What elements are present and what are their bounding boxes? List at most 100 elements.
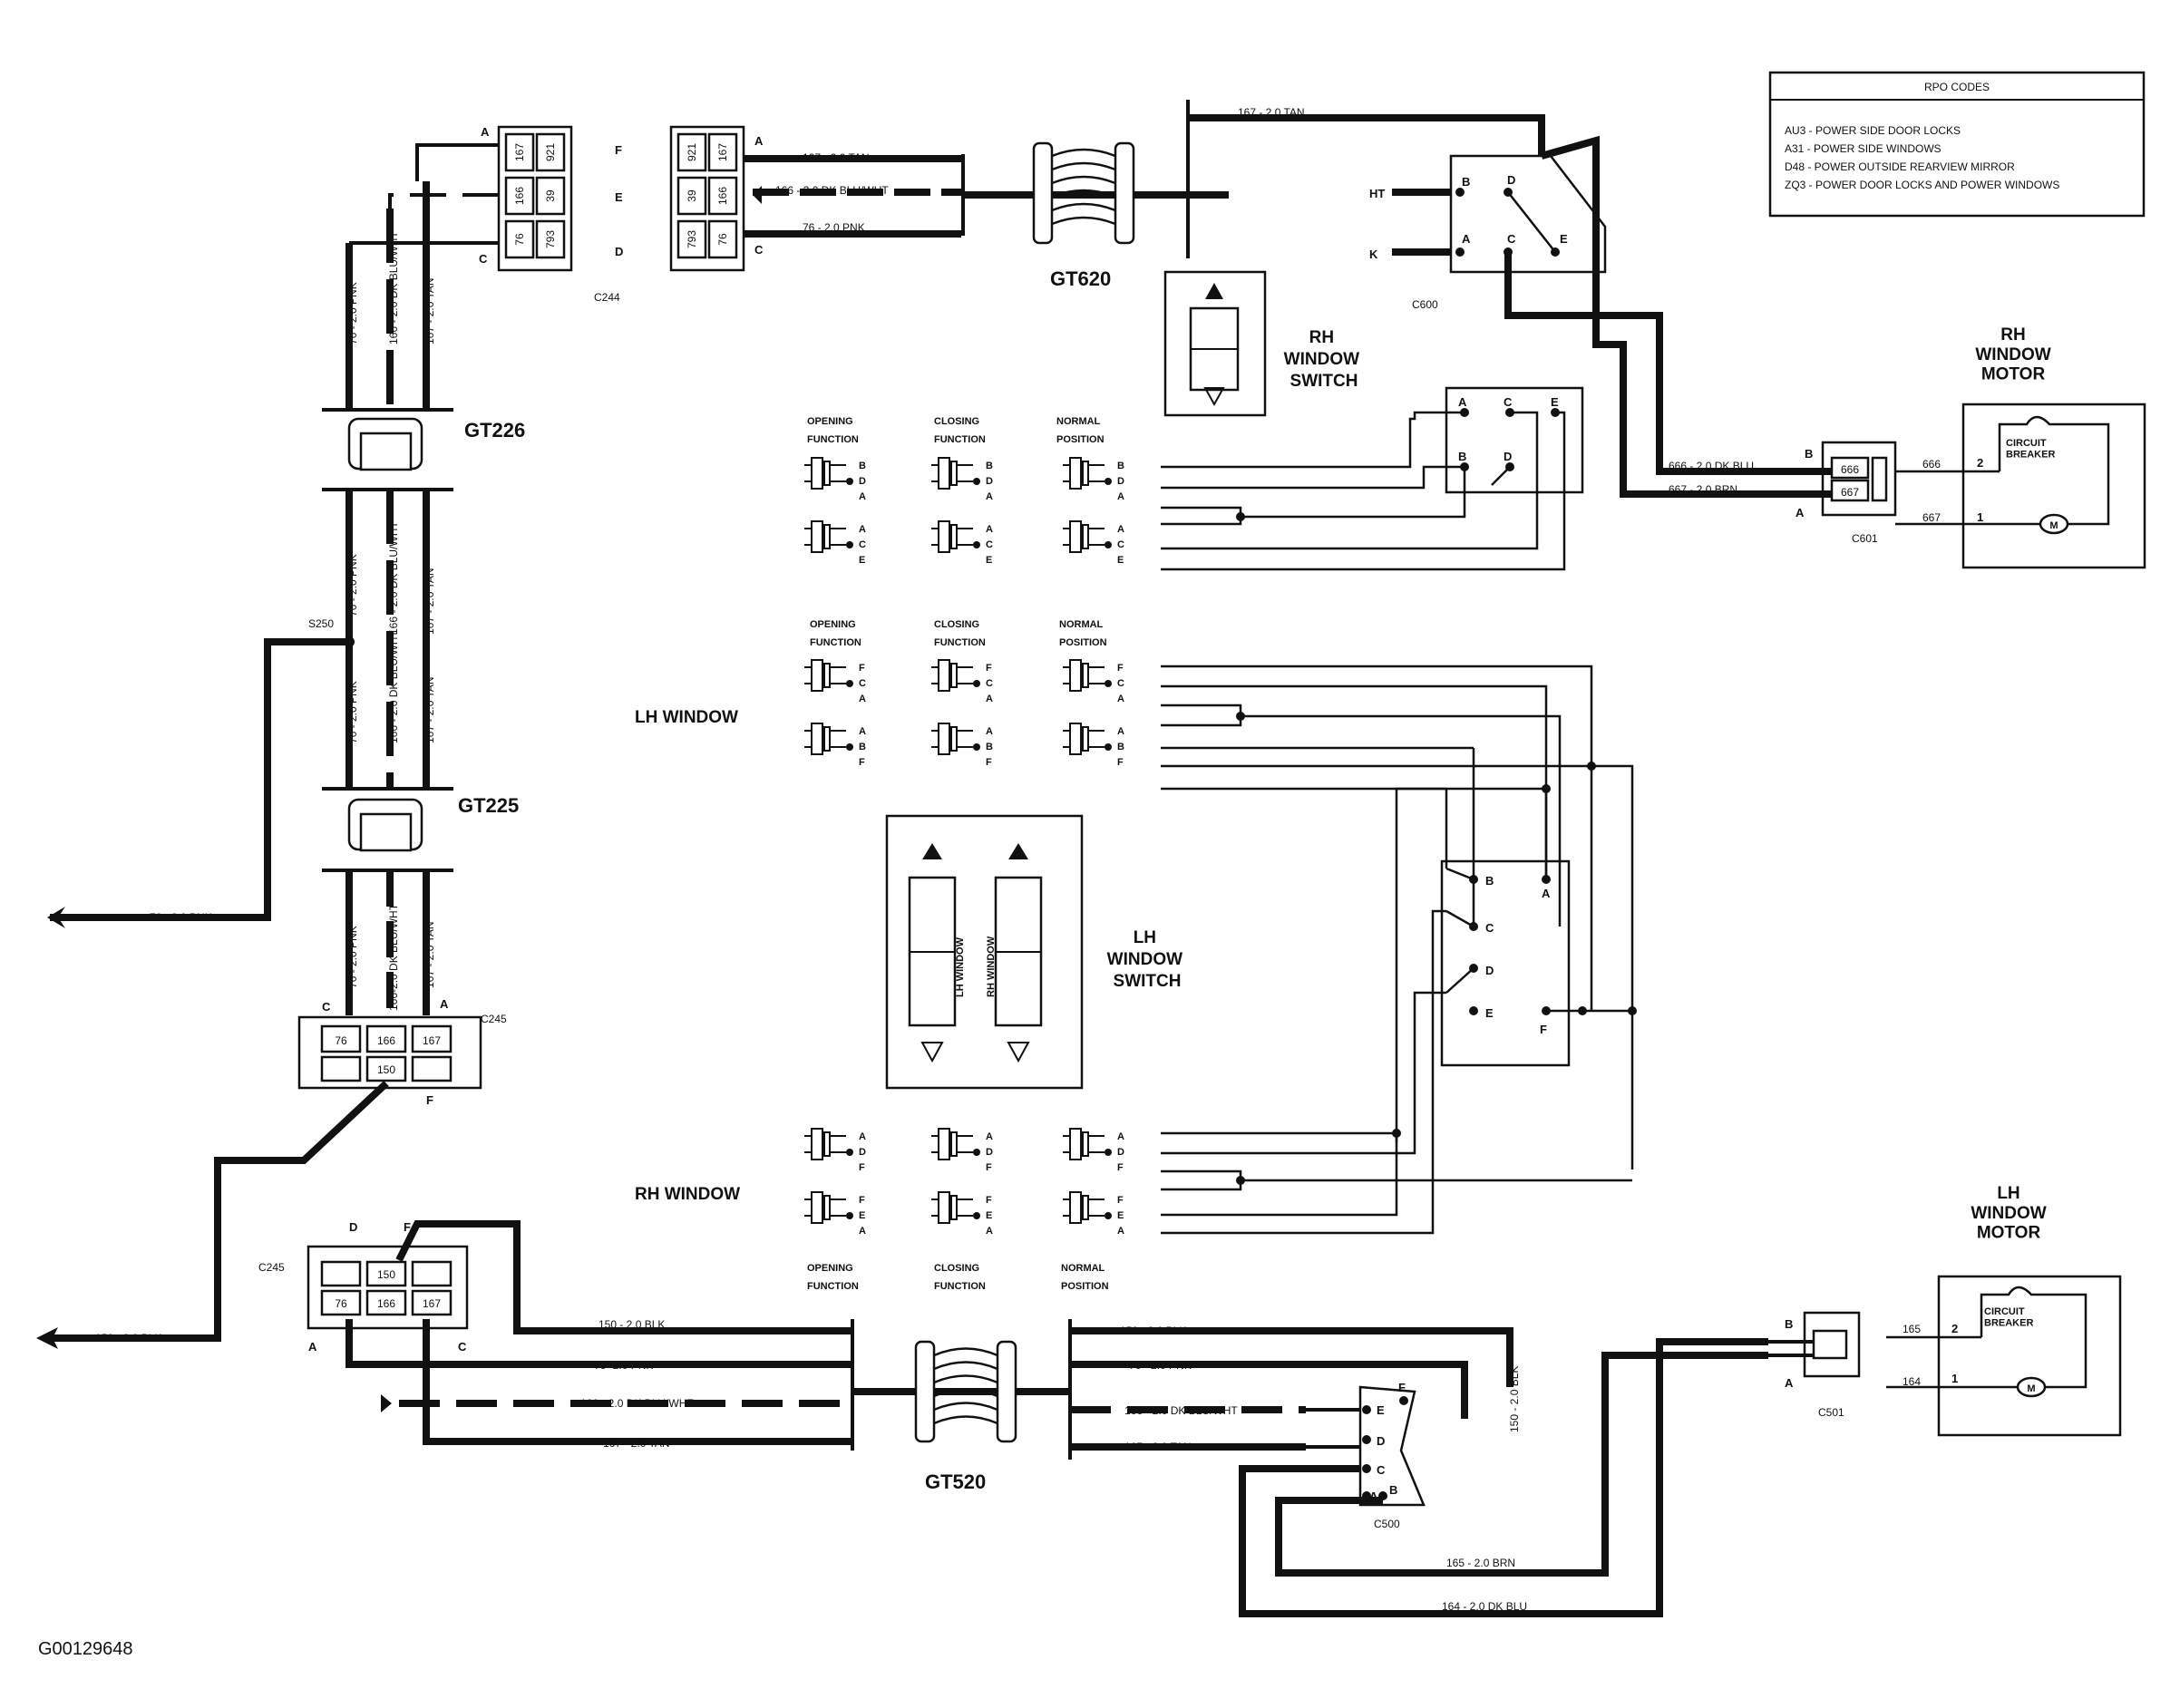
svg-text:F: F <box>1398 1381 1406 1394</box>
switch-contact: BDA <box>804 457 866 502</box>
figure-id: G00129648 <box>38 1639 133 1659</box>
svg-text:F: F <box>986 663 992 674</box>
svg-text:C501: C501 <box>1818 1406 1844 1419</box>
connector-c600: B D A C E HT K C600 666 - 2.0 DK BLU 667… <box>1369 135 1809 498</box>
svg-text:D: D <box>615 245 623 258</box>
svg-text:166 - 2.0 DK BLU/WHT: 166 - 2.0 DK BLU/WHT <box>387 630 400 743</box>
svg-text:C: C <box>754 243 764 257</box>
svg-text:76 - 2.0 PNK: 76 - 2.0 PNK <box>346 926 359 988</box>
svg-text:D: D <box>1504 450 1512 463</box>
svg-text:F: F <box>859 757 865 768</box>
svg-text:C: C <box>1504 395 1513 409</box>
svg-text:E: E <box>1560 232 1568 246</box>
svg-text:76: 76 <box>513 233 526 246</box>
svg-text:C245: C245 <box>258 1261 285 1274</box>
svg-text:150 - 2.0 BLK: 150 - 2.0 BLK <box>1508 1366 1521 1432</box>
svg-text:C: C <box>458 1340 467 1354</box>
svg-text:F: F <box>859 663 865 674</box>
rpo-codes-box: RPO CODES AU3 - POWER SIDE DOOR LOCKS A3… <box>1768 71 2146 218</box>
svg-text:F: F <box>859 1195 865 1206</box>
svg-text:HT: HT <box>1369 187 1385 200</box>
svg-text:76 - 2.0 PNK: 76 - 2.0 PNK <box>346 282 359 345</box>
svg-text:C: C <box>859 678 866 689</box>
svg-text:150 - 2.0 BLK: 150 - 2.0 BLK <box>599 1318 665 1331</box>
svg-text:A: A <box>859 694 866 704</box>
svg-text:F: F <box>859 1162 865 1173</box>
svg-text:150 - 2.0 BLK: 150 - 2.0 BLK <box>95 1332 161 1344</box>
svg-text:167 - 2.0 TAN: 167 - 2.0 TAN <box>1124 1441 1192 1453</box>
svg-text:C: C <box>859 539 866 550</box>
rpo-title: RPO CODES <box>1924 81 1990 93</box>
svg-text:39: 39 <box>544 189 557 202</box>
switch-contact: FEA <box>804 1191 866 1237</box>
svg-text:D: D <box>986 476 993 487</box>
svg-text:LH WINDOW SWITCH: LH WINDOW SWITCH <box>1107 928 1188 991</box>
svg-text:D: D <box>1377 1434 1385 1448</box>
svg-text:166 - 2.0 DK BLU/WHT: 166 - 2.0 DK BLU/WHT <box>580 1397 694 1410</box>
svg-text:C500: C500 <box>1374 1518 1400 1530</box>
svg-text:B: B <box>1462 175 1470 189</box>
svg-text:666: 666 <box>1841 463 1859 476</box>
s250-label: S250 <box>308 617 334 630</box>
svg-text:B: B <box>1117 742 1124 752</box>
arrow-up-icon <box>1205 283 1223 299</box>
svg-text:667: 667 <box>1922 511 1941 524</box>
svg-text:167 - 2.0 TAN: 167 - 2.0 TAN <box>423 277 436 345</box>
switch-contact: FEA <box>1063 1191 1124 1237</box>
svg-text:76 - 2.0 PNK: 76 - 2.0 PNK <box>803 221 865 234</box>
svg-text:C: C <box>1117 678 1124 689</box>
svg-text:E: E <box>1377 1403 1385 1417</box>
gt225-label: GT225 <box>458 794 519 817</box>
connector-c501-lh: B A C501 <box>1768 1311 1861 1419</box>
arrow-icon <box>47 907 65 928</box>
svg-text:76: 76 <box>716 233 729 246</box>
svg-text:166: 166 <box>716 187 729 205</box>
svg-text:E: E <box>1117 555 1124 566</box>
svg-text:A: A <box>1117 1131 1124 1142</box>
rpo-line-1: AU3 - POWER SIDE DOOR LOCKS <box>1785 124 1961 137</box>
svg-text:167 - 2.0 TAN: 167 - 2.0 TAN <box>423 676 436 743</box>
svg-text:A: A <box>1458 395 1467 409</box>
svg-text:K: K <box>1369 247 1378 261</box>
rh-top-wiring: A C E B D <box>1161 386 1584 571</box>
svg-text:B: B <box>859 742 866 752</box>
arrow-icon <box>36 1327 58 1349</box>
svg-text:A: A <box>859 1131 866 1142</box>
svg-text:76: 76 <box>335 1034 347 1047</box>
svg-text:C: C <box>986 678 993 689</box>
switch-contact: FEA <box>931 1191 993 1237</box>
svg-text:A: A <box>986 524 993 535</box>
svg-text:F: F <box>986 1162 992 1173</box>
switch-contact: BDA <box>931 457 993 502</box>
svg-text:C: C <box>986 539 993 550</box>
svg-text:B: B <box>1805 447 1813 461</box>
connector-gt620: 167 - 2.0 TAN 166 - 2.0 DK BLU/WHT 76 - … <box>744 100 1545 290</box>
svg-text:D: D <box>859 476 866 487</box>
svg-text:76 -2.0 PNK: 76 -2.0 PNK <box>594 1359 653 1372</box>
svg-text:C: C <box>1507 232 1516 246</box>
svg-text:166 - 2.0 DK BLU/WHT: 166 - 2.0 DK BLU/WHT <box>775 184 889 197</box>
connector-c500: E D C B A F C500 164 - 2.0 DK BLU 165 - … <box>1239 1338 1768 1617</box>
svg-text:166-2.0 DK BLU/WHT: 166-2.0 DK BLU/WHT <box>387 903 400 1011</box>
svg-text:C601: C601 <box>1852 532 1878 545</box>
svg-text:E: E <box>1551 395 1559 409</box>
svg-text:166 - 2.0 DK BLU/WHT: 166 - 2.0 DK BLU/WHT <box>1124 1404 1238 1417</box>
switch-contact: FCA <box>804 659 866 704</box>
svg-text:E: E <box>986 555 992 566</box>
connector-gt520: GT520 150 - 2.0 BLK 150 - 2.0 BLK 76 - 2… <box>851 1319 1521 1493</box>
svg-text:A: A <box>859 726 866 737</box>
svg-text:M: M <box>2027 1383 2035 1394</box>
switch-contact: ADF <box>931 1128 993 1173</box>
connector-c601-rh: 666 667 B A C601 <box>1796 441 1897 545</box>
svg-text:A: A <box>859 491 866 502</box>
svg-text:167: 167 <box>513 143 526 161</box>
